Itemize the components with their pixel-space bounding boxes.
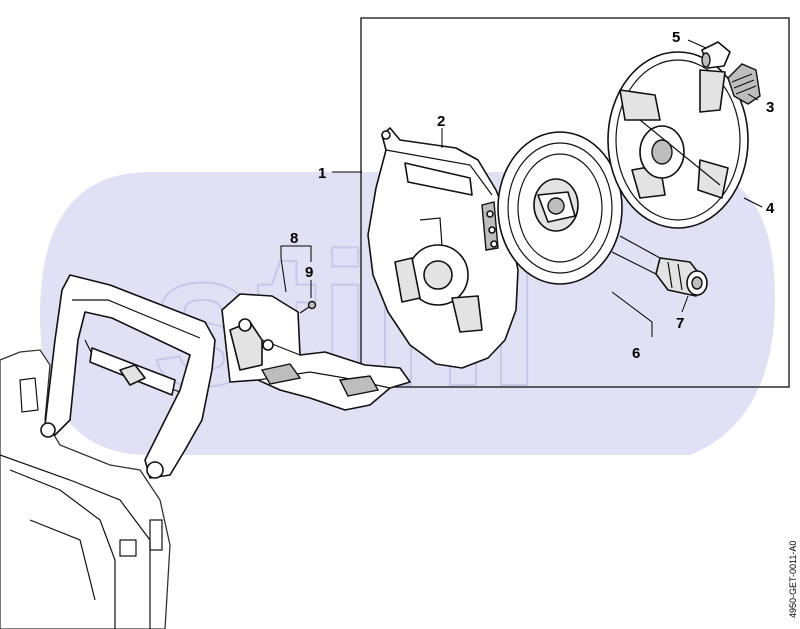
callout-1: 1 [318, 165, 326, 182]
reel-cover [607, 51, 749, 229]
callout-4: 4 [766, 200, 775, 217]
callout-6: 6 [632, 345, 640, 362]
reel-cap [701, 41, 731, 69]
assembly-frame [360, 17, 790, 388]
callout-7: 7 [676, 315, 684, 332]
document-id: 4950-GET-0011-A0 [788, 541, 798, 618]
hose-fitting [655, 257, 708, 297]
callout-5: 5 [672, 29, 680, 46]
leader-lines [280, 39, 763, 337]
reel-lever [727, 63, 761, 105]
callout-8: 8 [290, 230, 298, 247]
reel-bracket [221, 293, 411, 411]
reel-housing [367, 127, 519, 369]
callout-labels: 1 2 3 4 5 6 7 8 9 [290, 29, 775, 362]
handle-frame [40, 274, 216, 479]
background-machine [0, 349, 171, 629]
callout-9: 9 [305, 264, 313, 281]
hose-reel-drum [497, 131, 681, 285]
callout-3: 3 [766, 99, 774, 116]
screw [299, 300, 317, 314]
callout-2: 2 [437, 113, 445, 130]
